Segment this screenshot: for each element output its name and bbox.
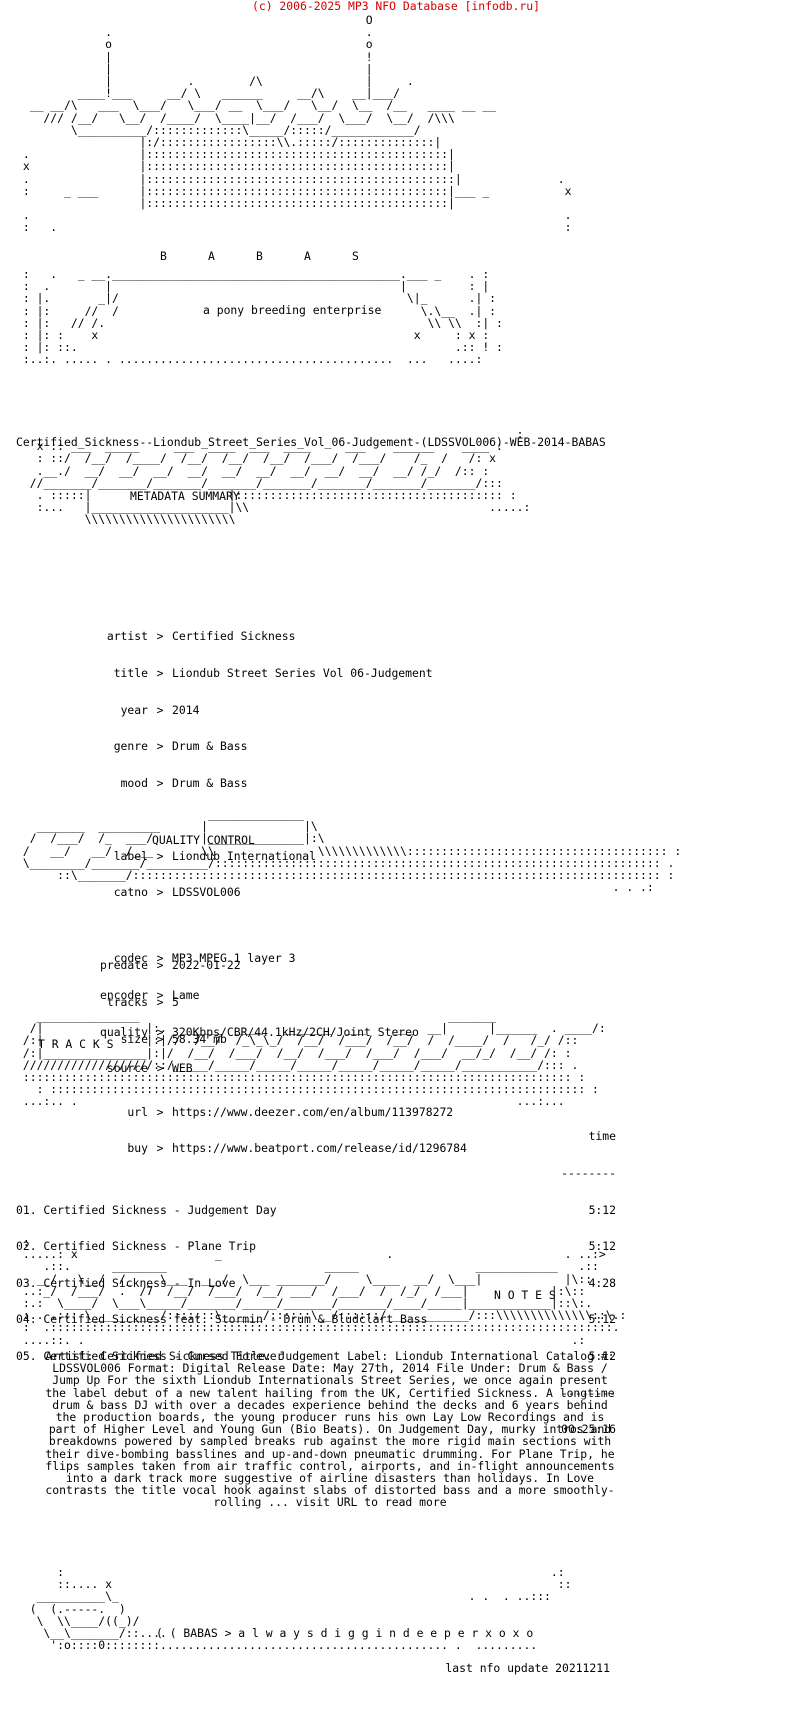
quality-row-encoder: encoder>Lame [99, 988, 200, 1003]
metadata-row-title: title>Liondub Street Series Vol 06-Judge… [113, 666, 433, 681]
metadata-row-mood: mood>Drum & Bass [120, 775, 248, 790]
metadata-row-buy[interactable]: buy>https://www.beatport.com/release/id/… [127, 1141, 467, 1156]
tracks-title: T R A C K S [38, 1037, 114, 1051]
notes-title: N O T E S [494, 1288, 556, 1302]
footer-motto: ( ( BABAS > a l w a y s d i g g i n d e … [156, 1626, 534, 1640]
tracklist-total: 00:25:16 [561, 1422, 616, 1437]
group-letters: B A B A S [160, 249, 359, 263]
release-notes: Artist: Certified Sickness Title: Judgem… [45, 1349, 615, 1510]
metadata-row-artist: artist>Certified Sickness [106, 629, 296, 644]
metadata-row-genre: genre>Drum & Bass [113, 739, 248, 754]
babas-logo-frame: : . _ __._______________________________… [22, 267, 503, 367]
metadata-row-label: label>Liondub International [113, 848, 317, 863]
quality-row-source: source>WEB [106, 1061, 193, 1076]
metadata-row-catno: catno>LDSSVOL006 [113, 885, 241, 900]
tracklist-rule-top: -------- [561, 1166, 616, 1181]
quality-list: codec>MP3 MPEG 1 layer 3 encoder>Lame qu… [16, 928, 419, 1099]
metadata-row-predate: predate>2022-01-22 [99, 958, 241, 973]
tracklist: time -------- 01. Certified Sickness - J… [16, 1106, 616, 1460]
release-name: Certified_Sickness--Liondub_Street_Serie… [16, 435, 606, 449]
metadata-row-size: size>58.34 mb [120, 1031, 227, 1046]
notes-banner-art: : .....: x _ . . ..:> .::. ________ ____… [22, 1235, 627, 1347]
last-update: last nfo update 20211211 [445, 1661, 610, 1675]
group-tagline: a pony breeding enterprise [203, 303, 382, 317]
quality-row-codec: codec>MP3 MPEG 1 layer 3 [113, 951, 296, 966]
tracklist-time-header: time [588, 1129, 616, 1144]
copyright-header: (c) 2006-2025 MP3 NFO Database [infodb.r… [251, 0, 541, 13]
metadata-row-tracks: tracks>5 [106, 995, 179, 1010]
quality-row-quality: quality>320Kbps/CBR/44.1kHz/2CH/Joint St… [99, 1024, 419, 1039]
metadata-banner-art: : x :: ___ _____ ___ ____ ___ ____ ___ _… [29, 427, 531, 527]
babas-logo-art: O . . o o | ! | [22, 13, 572, 235]
metadata-list: artist>Certified Sickness title>Liondub … [16, 606, 467, 1179]
footer-art: : .: ::.... x :: __________\_ [29, 1565, 572, 1653]
metadata-row-url[interactable]: url>https://www.deezer.com/en/album/1139… [127, 1104, 454, 1119]
tracklist-rule-bottom: -------- [561, 1385, 616, 1400]
tracks-banner-art: _______________ _______ /| |:. ______ __… [22, 1009, 606, 1109]
quality-title: QUALITY CONTROL [152, 833, 255, 847]
track-item: 04. Certified Sickness feat. Stormin - D… [16, 1312, 616, 1327]
metadata-row-year: year>2014 [120, 702, 200, 717]
metadata-title: METADATA SUMMARY [130, 489, 240, 503]
quality-banner-art: ______________ _______ _________ | |\ / … [22, 807, 682, 895]
